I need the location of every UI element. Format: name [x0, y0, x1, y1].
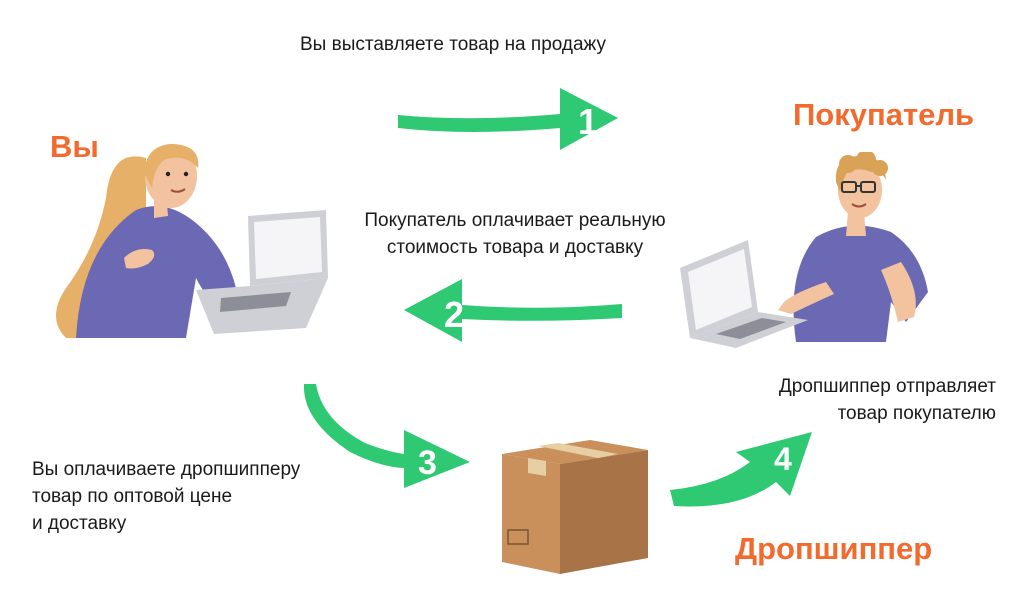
arrow-step-4-number: 4: [774, 441, 792, 477]
step-4-caption-line: Дропшиппер отправляет: [778, 376, 996, 397]
step-4-caption: Дропшиппер отправляет товар покупателю: [779, 373, 996, 427]
arrow-step-3: 3: [303, 384, 470, 488]
man-with-laptop-illustration: [680, 152, 928, 348]
step-2-caption: Покупатель оплачивает реальную стоимость…: [330, 207, 700, 261]
role-label-you: Вы: [50, 129, 99, 164]
arrow-step-1: 1: [398, 88, 618, 150]
step-4-caption-line: товар покупателю: [837, 403, 996, 424]
step-2-caption-line: стоимость товара и доставку: [386, 237, 644, 258]
role-label-dropshipper: Дропшиппер: [735, 531, 933, 566]
step-3-caption-line: Вы оплачиваете дропшипперу: [32, 459, 301, 480]
cardboard-box-illustration: [502, 440, 648, 574]
arrow-step-2-number: 2: [444, 294, 464, 335]
woman-with-laptop-illustration: [56, 144, 328, 338]
laptop-icon: [680, 240, 808, 348]
arrow-step-2: 2: [404, 279, 622, 342]
step-3-caption-line: товар по оптовой цене: [32, 486, 233, 507]
step-3-caption: Вы оплачиваете дропшипперу товар по опто…: [32, 456, 300, 537]
role-label-buyer: Покупатель: [793, 97, 975, 132]
step-1-caption: Вы выставляете товар на продажу: [300, 31, 606, 58]
arrow-step-1-number: 1: [578, 101, 598, 142]
step-2-caption-line: Покупатель оплачивает реальную: [364, 210, 666, 231]
arrow-step-4: 4: [670, 432, 812, 507]
laptop-icon: [196, 210, 328, 334]
arrow-step-3-number: 3: [418, 444, 437, 482]
step-3-caption-line: и доставку: [32, 513, 127, 534]
step-1-caption-line: Вы выставляете товар на продажу: [300, 34, 606, 55]
